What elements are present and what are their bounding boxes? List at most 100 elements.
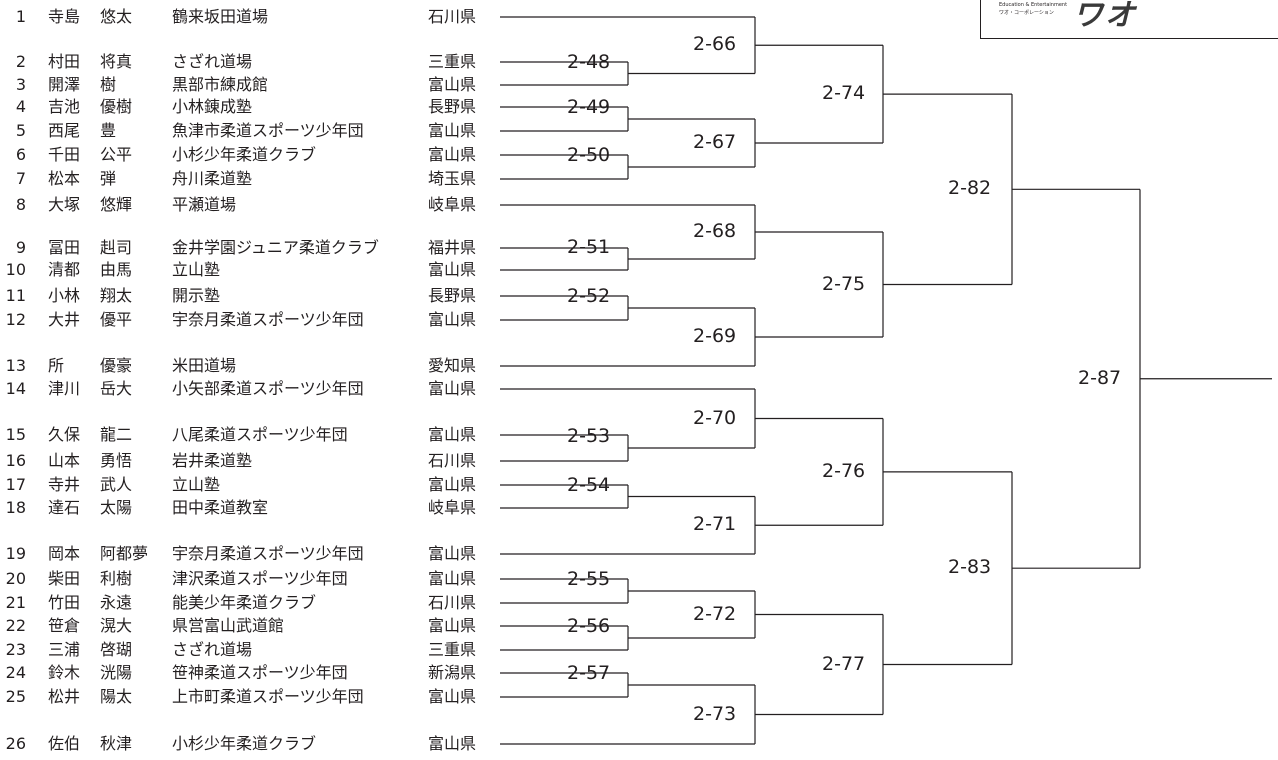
- participant-club: 黒部市練成館: [172, 75, 269, 94]
- participant-number: 26: [5, 734, 26, 753]
- participant-surname: 達石: [48, 498, 81, 517]
- participant-club: 岩井柔道塾: [172, 451, 253, 470]
- participant-prefecture: 富山県: [428, 145, 477, 164]
- match-code: 2-53: [567, 425, 611, 447]
- participant-prefecture: 愛知県: [428, 356, 477, 375]
- match-code: 2-56: [567, 615, 611, 637]
- match-code: 2-70: [693, 406, 737, 429]
- participant-club: 県営富山武道館: [172, 616, 285, 635]
- participant-given-name: 翔太: [100, 286, 133, 305]
- participant-club: 平瀬道場: [172, 195, 237, 214]
- participant-given-name: 優豪: [100, 356, 133, 375]
- participant-given-name: 秋津: [100, 734, 133, 753]
- participant-prefecture: 岐阜県: [428, 498, 477, 517]
- participant-club: 宇奈月柔道スポーツ少年団: [172, 310, 364, 329]
- participant-number: 24: [5, 663, 26, 682]
- participant-prefecture: 三重県: [428, 52, 477, 71]
- match-code: 2-77: [822, 652, 866, 675]
- participant-club: 八尾柔道スポーツ少年団: [172, 425, 348, 444]
- match-code: 2-75: [822, 272, 866, 295]
- participant-surname: 清都: [48, 260, 81, 279]
- participant-club: 魚津市柔道スポーツ少年団: [172, 121, 364, 140]
- participant-number: 16: [5, 451, 26, 470]
- match-code: 2-52: [567, 285, 611, 307]
- participant-prefecture: 新潟県: [428, 663, 477, 682]
- participant-prefecture: 福井県: [428, 238, 477, 257]
- match-code: 2-54: [567, 473, 611, 496]
- participant-given-name: 公平: [100, 145, 133, 164]
- participant-surname: 竹田: [48, 593, 81, 612]
- participant-prefecture: 石川県: [428, 7, 477, 26]
- participant-number: 23: [5, 640, 26, 659]
- participant-prefecture: 石川県: [428, 593, 477, 612]
- participant-surname: 小林: [48, 286, 81, 305]
- participant-number: 22: [5, 616, 26, 635]
- participant-surname: 久保: [48, 425, 81, 444]
- participant-club: 宇奈月柔道スポーツ少年団: [172, 544, 364, 563]
- participant-number: 15: [5, 425, 26, 444]
- participant-surname: 津川: [48, 379, 81, 398]
- match-code: 2-67: [693, 131, 737, 153]
- participant-number: 19: [5, 544, 26, 563]
- match-code: 2-69: [693, 325, 737, 347]
- participant-prefecture: 埼玉県: [428, 169, 477, 188]
- participant-prefecture: 富山県: [428, 310, 477, 329]
- participant-number: 7: [15, 169, 26, 188]
- participant-club: さざれ道場: [172, 640, 253, 659]
- participant-prefecture: 富山県: [428, 379, 477, 398]
- participant-club: 津沢柔道スポーツ少年団: [172, 569, 348, 588]
- participant-club: 能美少年柔道クラブ: [172, 593, 317, 612]
- participant-prefecture: 富山県: [428, 425, 477, 444]
- participant-club: 小杉少年柔道クラブ: [172, 145, 317, 164]
- participant-given-name: 将真: [100, 52, 133, 71]
- participant-surname: 村田: [48, 52, 81, 71]
- participant-surname: 千田: [48, 145, 81, 164]
- participant-surname: 山本: [48, 451, 81, 470]
- participant-surname: 寺島: [48, 7, 81, 26]
- participant-number: 6: [15, 145, 26, 164]
- participant-prefecture: 富山県: [428, 687, 477, 706]
- participant-surname: 松井: [48, 687, 81, 706]
- participant-club: 小杉少年柔道クラブ: [172, 734, 317, 753]
- participant-number: 3: [15, 75, 26, 94]
- participant-given-name: 由馬: [100, 260, 133, 279]
- participant-club: 田中柔道教室: [172, 498, 269, 517]
- participant-given-name: 悠輝: [100, 195, 133, 214]
- match-code: 2-57: [567, 662, 611, 684]
- participant-given-name: 悠太: [100, 7, 133, 26]
- participant-surname: 佐伯: [48, 734, 81, 753]
- participant-number: 25: [5, 687, 26, 706]
- participant-club: 立山塾: [172, 475, 221, 494]
- participant-surname: 大塚: [48, 195, 81, 214]
- sponsor-logo: Education & Entertainment ワオ・コーポレーション ワオ: [980, 0, 1278, 39]
- participant-prefecture: 富山県: [428, 734, 477, 753]
- participant-prefecture: 長野県: [428, 97, 477, 116]
- participant-prefecture: 富山県: [428, 569, 477, 588]
- participant-surname: 開澤: [48, 75, 81, 94]
- participant-given-name: 弾: [100, 169, 117, 188]
- participant-prefecture: 富山県: [428, 121, 477, 140]
- match-code: 2-83: [948, 556, 992, 579]
- participant-club: 開示塾: [172, 286, 221, 305]
- match-code: 2-71: [693, 513, 737, 536]
- participant-number: 18: [5, 498, 26, 517]
- participant-surname: 鈴木: [48, 663, 81, 682]
- participant-surname: 三浦: [48, 640, 81, 659]
- participant-surname: 冨田: [48, 238, 81, 257]
- participant-club: 鶴来坂田道場: [172, 7, 269, 26]
- participant-prefecture: 長野県: [428, 286, 477, 305]
- participant-club: 笹神柔道スポーツ少年団: [172, 663, 348, 682]
- participant-surname: 笹倉: [48, 616, 81, 635]
- participant-prefecture: 富山県: [428, 260, 477, 279]
- participant-number: 9: [15, 238, 26, 257]
- participant-given-name: 武人: [100, 475, 133, 494]
- participant-club: 立山塾: [172, 260, 221, 279]
- participant-given-name: 滉大: [100, 616, 133, 635]
- match-code: 2-55: [567, 568, 611, 590]
- participant-surname: 西尾: [48, 121, 81, 140]
- participant-surname: 大井: [48, 310, 81, 329]
- participant-surname: 柴田: [48, 569, 81, 588]
- match-code: 2-87: [1078, 366, 1122, 389]
